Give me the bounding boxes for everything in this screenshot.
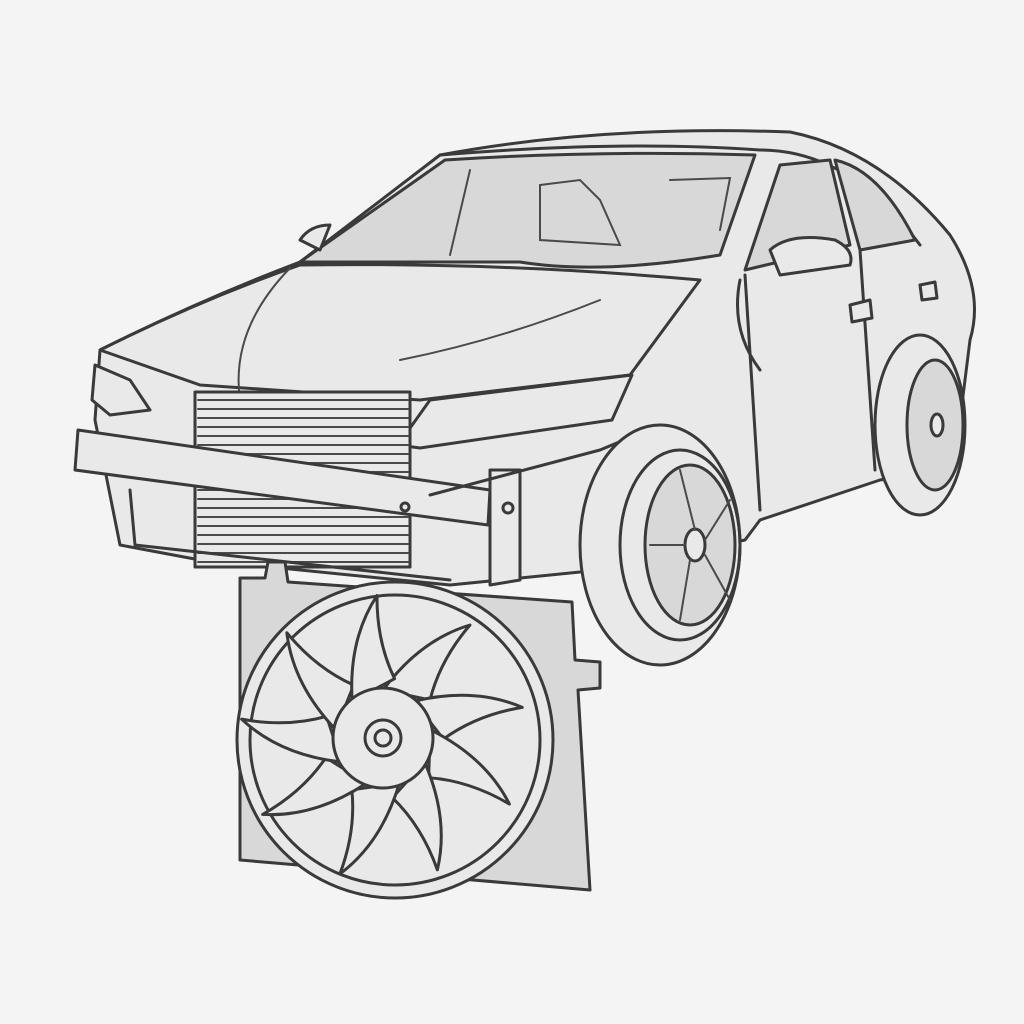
fan-blade <box>427 728 511 806</box>
fan-blade <box>412 693 524 741</box>
front-wheel <box>578 423 742 667</box>
front-bumper-beam <box>73 423 662 587</box>
fan-blade <box>285 631 356 732</box>
fan-blade <box>381 623 472 702</box>
radiator-fan-assembly <box>235 560 602 900</box>
fan-blade <box>338 781 401 876</box>
fan-blade <box>240 714 343 764</box>
fan-blade <box>261 756 369 817</box>
fan-blade <box>350 594 397 703</box>
rear-wheel <box>873 333 967 517</box>
fan-blade <box>390 760 443 872</box>
